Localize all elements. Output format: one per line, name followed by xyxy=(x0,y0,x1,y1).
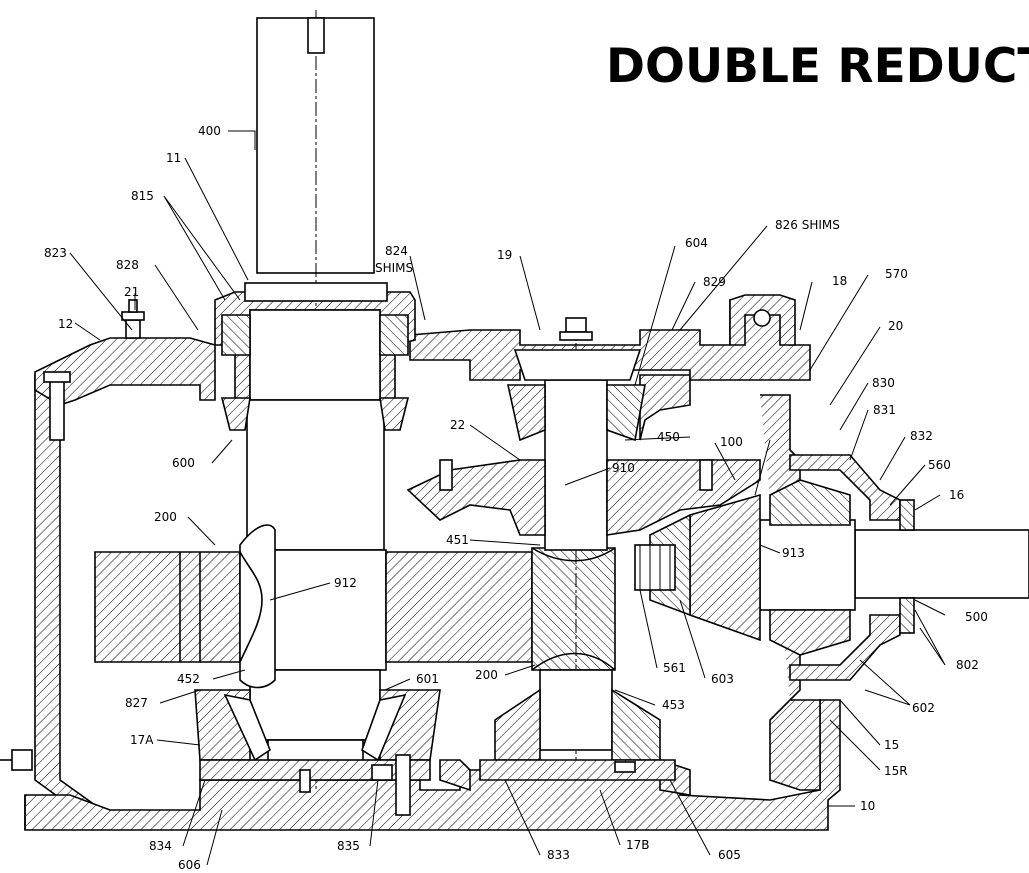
callout-600: 600 xyxy=(172,456,195,470)
pinion-mesh xyxy=(531,547,616,671)
drain-plug xyxy=(11,749,33,771)
bevel-gear-22 xyxy=(406,459,761,536)
callout-18: 18 xyxy=(832,274,847,288)
callout-831: 831 xyxy=(873,403,896,417)
callout-16: 16 xyxy=(949,488,964,502)
callout-22: 22 xyxy=(450,418,465,432)
bolt-left xyxy=(49,379,65,441)
gear-200-rim-right xyxy=(385,551,533,663)
callout-602: 602 xyxy=(912,701,935,715)
callout-570: 570 xyxy=(885,267,908,281)
bevel-pinion-100 xyxy=(689,493,761,642)
callout-21: 21 xyxy=(124,285,139,299)
callout-15: 15 xyxy=(884,738,899,752)
callout-912: 912 xyxy=(334,576,357,590)
callout-802: 802 xyxy=(956,658,979,672)
callout-823: 823 xyxy=(44,246,67,260)
callout-11: 11 xyxy=(166,151,181,165)
gear-200-rim-left xyxy=(94,551,241,663)
callout-910: 910 xyxy=(612,461,635,475)
callout-605: 605 xyxy=(718,848,741,862)
callout-19: 19 xyxy=(497,248,512,262)
callout-826: 826 SHIMS xyxy=(775,218,840,232)
callout-828: 828 xyxy=(116,258,139,272)
callout-200-top: 200 xyxy=(154,510,177,524)
bearings-600 xyxy=(220,314,410,431)
callout-12: 12 xyxy=(58,317,73,331)
callout-601: 601 xyxy=(416,672,439,686)
callout-17A: 17A xyxy=(130,733,154,747)
housing xyxy=(24,291,841,831)
lifting-lug xyxy=(729,294,796,346)
callout-604: 604 xyxy=(685,236,708,250)
callout-450: 450 xyxy=(657,430,680,444)
callout-815: 815 xyxy=(131,189,154,203)
callout-500: 500 xyxy=(965,610,988,624)
callout-452: 452 xyxy=(177,672,200,686)
bottom-bearings xyxy=(194,689,441,816)
housing-left-wall xyxy=(34,371,101,821)
callout-20: 20 xyxy=(888,319,903,333)
intermediate-shaft-450 xyxy=(479,317,676,781)
callout-834: 834 xyxy=(149,839,172,853)
output-shaft-500 xyxy=(634,454,1029,681)
callout-835: 835 xyxy=(337,839,360,853)
leader-lines xyxy=(69,130,946,866)
callout-561: 561 xyxy=(663,661,686,675)
callout-827: 827 xyxy=(125,696,148,710)
callout-453: 453 xyxy=(662,698,685,712)
callout-100: 100 xyxy=(720,435,743,449)
callout-17B: 17B xyxy=(626,838,650,852)
callout-200-bottom: 200 xyxy=(475,668,498,682)
callout-560: 560 xyxy=(928,458,951,472)
callout-913: 913 xyxy=(782,546,805,560)
callout-606: 606 xyxy=(178,858,201,872)
drawing-title: DOUBLE REDUCTI xyxy=(606,39,1029,94)
callout-labels: 400 11 815 823 828 21 12 824 SHIMS 19 60… xyxy=(44,124,988,872)
callout-830: 830 xyxy=(872,376,895,390)
callout-451: 451 xyxy=(446,533,469,547)
callout-15R: 15R xyxy=(884,764,908,778)
callout-824-shims: SHIMS xyxy=(375,261,413,275)
callout-829: 829 xyxy=(703,275,726,289)
callout-10: 10 xyxy=(860,799,875,813)
callout-833: 833 xyxy=(547,848,570,862)
shaft-500-extension xyxy=(854,529,1029,599)
callout-603: 603 xyxy=(711,672,734,686)
callout-824: 824 xyxy=(385,244,408,258)
gear-200 xyxy=(94,524,616,689)
callout-400: 400 xyxy=(198,124,221,138)
callout-832: 832 xyxy=(910,429,933,443)
